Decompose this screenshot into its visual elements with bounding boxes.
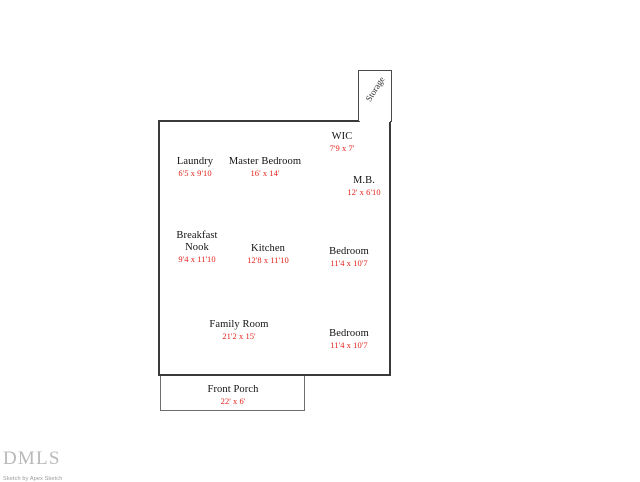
room-name-wic: WIC xyxy=(331,131,353,142)
room-label-kitchen: Kitchen 12'8 x 11'10 xyxy=(234,243,302,265)
room-dimensions-bedroom-1: 11'4 x 10'7 xyxy=(330,257,368,268)
room-label-bedroom-2: Bedroom 11'4 x 10'7 xyxy=(318,328,380,350)
room-label-wic: WIC 7'9 x 7' xyxy=(316,131,368,153)
room-name-bedroom-2: Bedroom xyxy=(329,328,369,339)
room-dimensions-breakfast-nook: 9'4 x 11'10 xyxy=(178,253,216,264)
room-name-mb: M.B. xyxy=(353,175,375,186)
room-name-family-room: Family Room xyxy=(209,319,269,330)
room-name-kitchen: Kitchen xyxy=(251,243,285,254)
room-label-front-porch: Front Porch 22' x 6' xyxy=(190,384,276,406)
room-dimensions-kitchen: 12'8 x 11'10 xyxy=(247,254,289,265)
room-label-laundry: Laundry 6'5 x 9'10 xyxy=(165,156,225,178)
room-name-laundry: Laundry xyxy=(176,156,214,167)
main-floor-outline xyxy=(158,120,391,376)
room-dimensions-bedroom-2: 11'4 x 10'7 xyxy=(330,339,368,350)
mls-logo-text: DMLS xyxy=(3,448,61,469)
room-name-bedroom-1: Bedroom xyxy=(329,246,369,257)
room-dimensions-mb: 12' x 6'10 xyxy=(347,186,381,197)
room-label-master-bedroom: Master Bedroom 16' x 14' xyxy=(222,156,308,178)
room-dimensions-laundry: 6'5 x 9'10 xyxy=(178,167,212,178)
room-label-family-room: Family Room 21'2 x 15' xyxy=(196,319,282,341)
room-label-breakfast-nook: Breakfast Nook 9'4 x 11'10 xyxy=(166,230,228,264)
room-dimensions-master-bedroom: 16' x 14' xyxy=(250,167,280,178)
room-label-mb: M.B. 12' x 6'10 xyxy=(338,175,390,197)
room-label-bedroom-1: Bedroom 11'4 x 10'7 xyxy=(318,246,380,268)
front-porch-outline xyxy=(160,375,305,411)
room-dimensions-family-room: 21'2 x 15' xyxy=(222,330,256,341)
room-dimensions-front-porch: 22' x 6' xyxy=(220,395,246,406)
room-name-master-bedroom: Master Bedroom xyxy=(228,156,302,167)
room-name-breakfast-nook: Breakfast Nook xyxy=(176,230,218,253)
room-name-front-porch: Front Porch xyxy=(207,384,259,395)
storage-wall-seam xyxy=(360,118,390,122)
room-dimensions-wic: 7'9 x 7' xyxy=(329,142,355,153)
storage-outline xyxy=(358,70,392,122)
